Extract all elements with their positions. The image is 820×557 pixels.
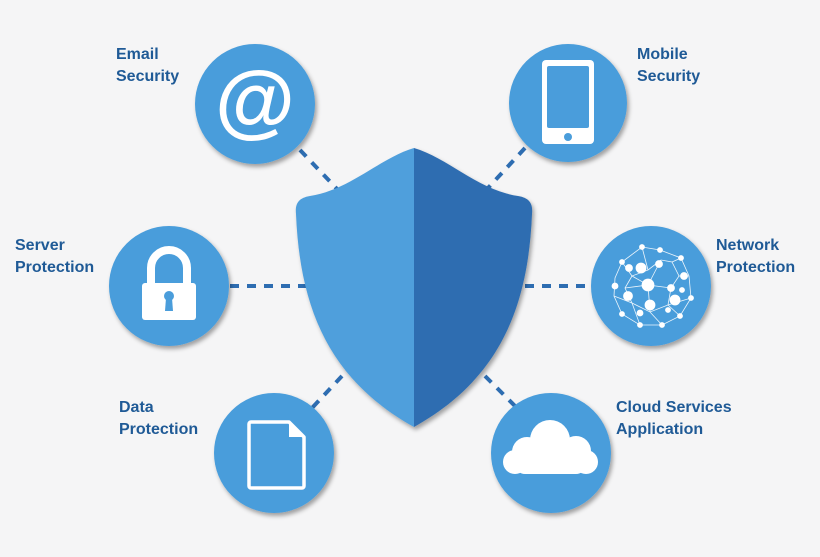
label-line: Protection [15,259,95,276]
at-sign-icon: @ [215,55,295,146]
label-line: Security [637,68,701,85]
label-data-protection: Data Protection [119,397,198,441]
label-line: Security [116,68,180,85]
label-line: Mobile [637,46,688,63]
label-line: Email [116,46,159,63]
connectors [230,146,593,410]
label-line: Application [616,421,704,438]
label-server-protection: Server Protection [15,235,94,279]
connector-data [310,374,344,410]
label-line: Protection [716,259,796,276]
label-cloud-services-application: Cloud Services Application [616,397,732,441]
connector-email [298,148,340,192]
label-network-protection: Network Protection [716,235,795,279]
smartphone-icon [542,60,594,144]
cloud-icon [503,420,598,474]
network-globe-icon [611,244,694,328]
email-circle [195,44,315,164]
data-circle [214,393,334,513]
label-line: Server [15,237,65,254]
padlock-icon [142,246,196,320]
label-line: Network [716,237,780,254]
document-icon [247,420,306,490]
label-line: Data [119,399,154,416]
label-email-security: Email Security [116,44,179,88]
label-line: Cloud Services [616,399,732,416]
label-mobile-security: Mobile Security [637,44,700,88]
connector-mobile [486,146,527,190]
shield-icon [295,148,533,427]
svg-text:@: @ [215,55,295,146]
connector-cloud [483,374,519,410]
label-line: Protection [119,421,199,438]
